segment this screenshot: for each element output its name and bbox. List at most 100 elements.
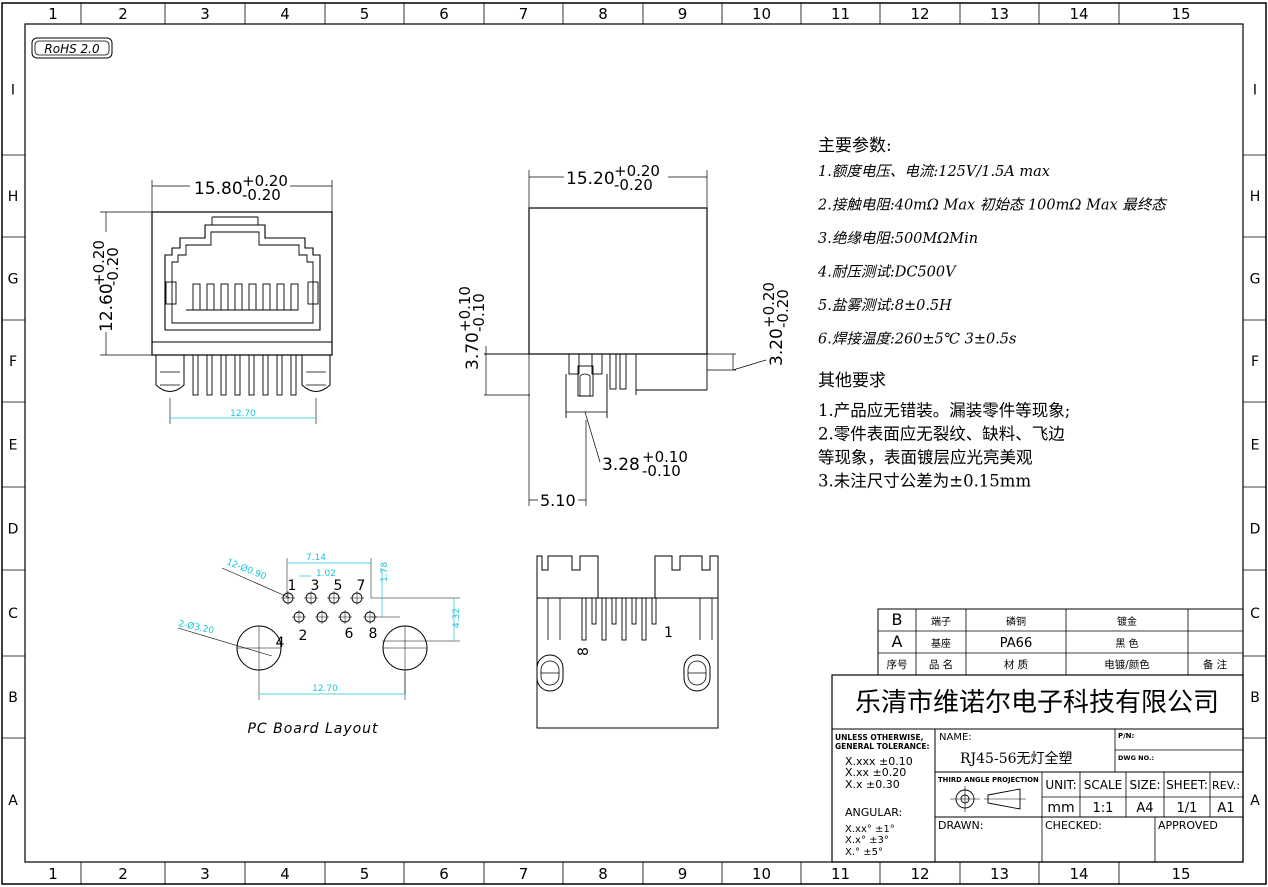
projection-label: THIRD ANGLE PROJECTION [938, 776, 1039, 784]
dwg-label: DWG NO.: [1118, 754, 1154, 762]
pcb-layout [177, 558, 460, 700]
company-name: 乐清市维诺尔电子科技有限公司 [855, 688, 1219, 718]
spec-item: 1.额度电压、电流:125V/1.5A max [818, 163, 1050, 180]
row-label: D [8, 522, 19, 538]
side-width-tol-minus: -0.20 [614, 176, 653, 194]
column-label: 4 [280, 5, 290, 23]
title-block-text: 乐清市维诺尔电子科技有限公司 UNLESS OTHERWISE, GENERAL… [835, 688, 1240, 858]
bom-cell: 黑 色 [1115, 637, 1138, 650]
scale-value: 1:1 [1093, 801, 1114, 816]
front-width-tol-minus: -0.20 [242, 186, 281, 204]
column-label: 9 [678, 5, 688, 23]
row-label: C [8, 606, 18, 622]
side-pin-dim: 3.28 [602, 455, 640, 475]
column-label: 10 [752, 5, 771, 23]
other-title: 其他要求 [818, 371, 886, 391]
column-label: 2 [118, 5, 128, 23]
column-label: 14 [1069, 865, 1088, 883]
row-label: F [1251, 354, 1259, 370]
side-width-dim: 15.20 [566, 169, 615, 189]
rohs-label: RoHS 2.0 [44, 42, 100, 56]
side-left-height: 3.70 [463, 332, 483, 370]
other-item: 1.产品应无错装。漏装零件等现象; [818, 401, 1070, 420]
front-width-dim: 15.80 [194, 179, 243, 199]
rev-label: REV.: [1212, 779, 1240, 792]
pcb-height-432: 4.32 [452, 608, 462, 628]
spec-item: 3.绝缘电阻:500MΩMin [818, 230, 978, 247]
bom-header-cell: 序号 [887, 658, 908, 671]
row-label: H [8, 189, 19, 205]
row-label: A [1250, 793, 1260, 809]
side-left-tol-plus: +0.10 [456, 286, 474, 332]
row-label: A [8, 793, 18, 809]
front-height-tol-plus: +0.20 [90, 240, 108, 286]
row-label: E [9, 438, 18, 454]
row-label: D [1250, 522, 1261, 538]
column-label: 3 [200, 865, 210, 883]
bom-cell: PA66 [1000, 636, 1032, 651]
column-label: 3 [200, 5, 210, 23]
column-label: 15 [1171, 5, 1190, 23]
rev-value: A1 [1217, 801, 1234, 816]
pcb-pin-label-top: 1 [288, 578, 297, 594]
pcb-pin-label-bottom: 8 [369, 626, 378, 642]
name-label: NAME: [939, 732, 972, 743]
tolerance-title-1: UNLESS OTHERWISE, [835, 733, 924, 742]
ang-3: X.° ±5° [845, 847, 883, 858]
row-label: G [8, 272, 19, 288]
sheet-label: SHEET: [1166, 778, 1208, 792]
pcb-pitch: 1.02 [316, 569, 336, 579]
spec-item: 5.盐雾测试:8±0.5H [818, 297, 952, 314]
column-label: 12 [910, 865, 929, 883]
column-label: 2 [118, 865, 128, 883]
tol-x: X.x ±0.30 [845, 778, 900, 791]
bom-cell: A [892, 632, 903, 651]
unit-label: UNIT: [1045, 778, 1076, 792]
column-label: 1 [48, 865, 58, 883]
bom-cell: B [892, 610, 903, 629]
other-item: 2.零件表面应无裂纹、缺料、飞边 [818, 425, 1065, 444]
row-label: H [1250, 189, 1261, 205]
sheet-value: 1/1 [1177, 801, 1198, 816]
pcb-layout-text: 7.14 1.02 1.78 4.32 12.70 12-Ø0.90 2-Ø3.… [177, 553, 462, 737]
row-label: B [1250, 690, 1260, 706]
bom-cell: 镀金 [1117, 615, 1137, 628]
inner-frame [24, 23, 1244, 863]
pcb-row-gap: 1.78 [380, 562, 390, 582]
column-label: 5 [360, 865, 370, 883]
spec-item: 2.接触电阻:40mΩ Max 初始态 100mΩ Max 最终态 [817, 197, 1168, 214]
pcb-span-714: 7.14 [306, 553, 326, 563]
other-item: 等现象，表面镀层应光亮美观 [818, 448, 1033, 467]
pcb-caption: PC Board Layout [247, 721, 378, 737]
pcb-pin-label-top: 3 [311, 578, 320, 594]
bom-cell: 磷铜 [1006, 615, 1026, 628]
scale-label: SCALE [1084, 778, 1122, 792]
bottom-view-labels: 1 8 [576, 625, 673, 656]
other-item: 3.未注尺寸公差为±0.15mm [818, 472, 1031, 491]
front-pin-span-dim: 12.70 [230, 409, 256, 419]
column-label: 6 [439, 865, 449, 883]
side-right-height: 3.20 [767, 328, 787, 366]
column-label: 11 [831, 865, 850, 883]
pcb-pin-label-bottom: 4 [276, 635, 285, 651]
tolerance-title-2: GENERAL TOLERANCE: [835, 742, 930, 751]
title-block [831, 674, 1244, 863]
side-dims-text: 15.20 +0.20 -0.20 3.70 +0.10 -0.10 3.20 … [456, 162, 792, 510]
angular-title: ANGULAR: [845, 806, 902, 819]
column-label: 14 [1069, 5, 1088, 23]
column-label: 11 [831, 5, 850, 23]
column-label: 5 [360, 5, 370, 23]
ang-2: X.x° ±3° [845, 835, 889, 846]
pcb-pin-label-bottom: 2 [299, 628, 308, 644]
size-label: SIZE: [1129, 778, 1160, 792]
column-label: 15 [1171, 865, 1190, 883]
column-label: 1 [48, 5, 58, 23]
bom-header-cell: 材 质 [1004, 658, 1028, 671]
bottom-pin-first: 1 [664, 625, 673, 641]
spec-item: 6.焊接温度:260±5℃ 3±0.5s [818, 331, 1016, 348]
row-label: G [1250, 272, 1261, 288]
tol-xx: X.xx ±0.20 [845, 766, 906, 779]
